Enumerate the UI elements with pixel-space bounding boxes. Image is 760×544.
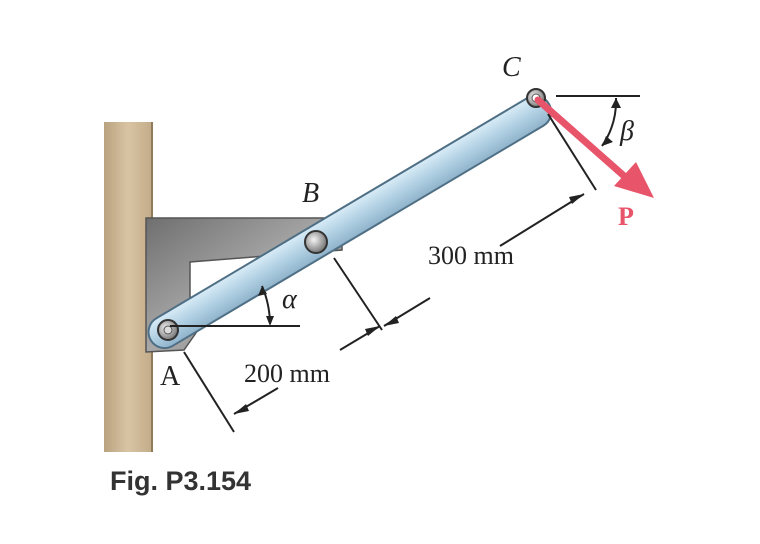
force-p-arrow [534, 96, 654, 198]
dimension-ab-lines [183, 257, 383, 433]
label-force-p: P [618, 202, 634, 231]
label-c: C [502, 52, 521, 83]
dimension-bc-text: 300 mm [428, 241, 514, 270]
pin-b [304, 230, 328, 254]
wall [104, 122, 152, 452]
label-a: A [160, 361, 181, 392]
dimension-ab-text: 200 mm [244, 359, 330, 388]
pin-a [157, 319, 179, 341]
label-alpha: α [282, 284, 298, 315]
rod-abc [147, 94, 553, 350]
dimension-bc-lines [383, 113, 597, 327]
label-beta: β [619, 116, 634, 147]
figure-caption: Fig. P3.154 [110, 466, 251, 496]
alpha-angle-marker [170, 285, 300, 327]
label-b: B [302, 178, 319, 209]
beta-angle-marker [556, 95, 640, 147]
